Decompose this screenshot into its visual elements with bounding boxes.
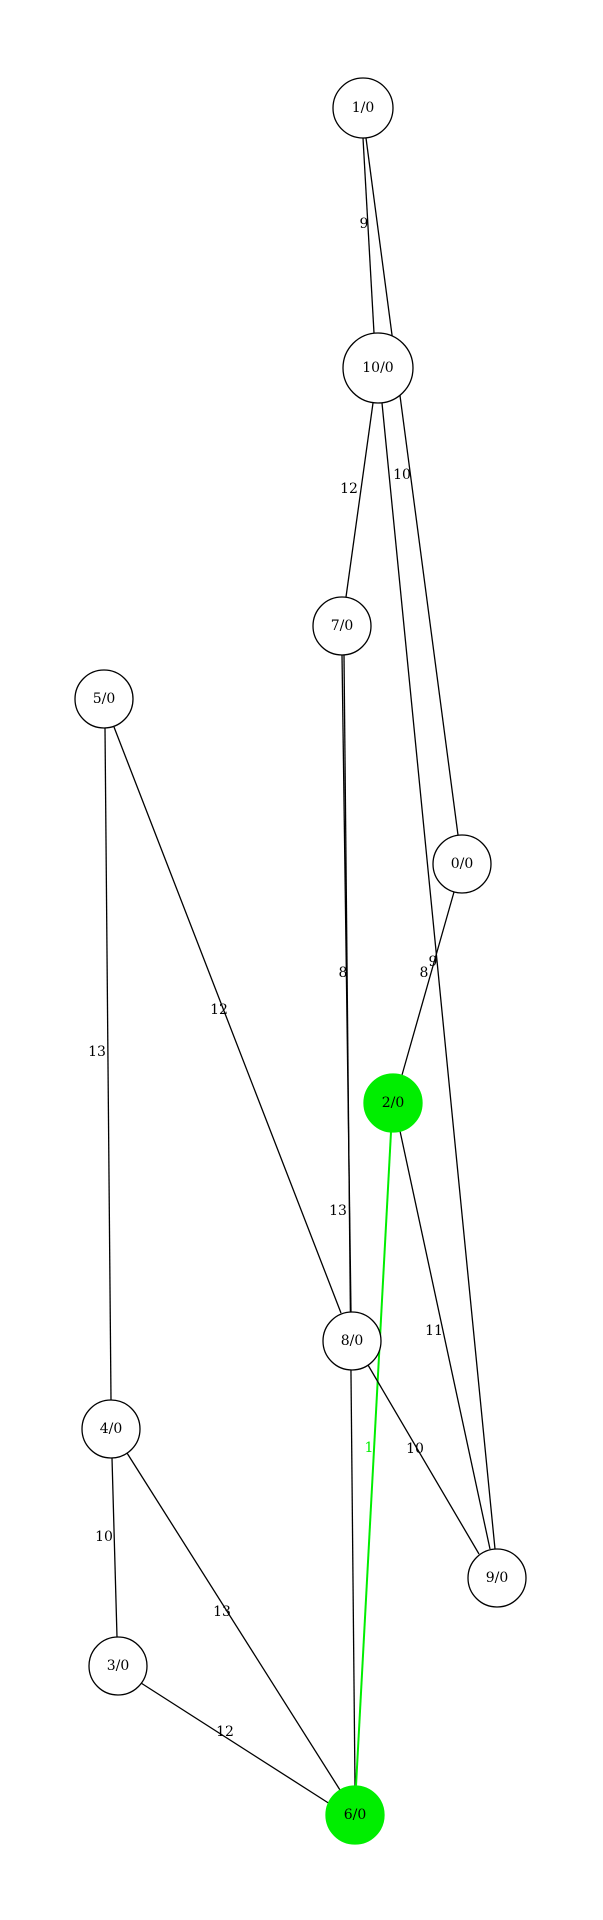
edge-0-2: [401, 891, 455, 1076]
node-circle-3: [88, 1636, 148, 1696]
node-9: 9/0: [467, 1548, 527, 1608]
node-label-7: 7/0: [331, 618, 354, 634]
node-label-8: 8/0: [341, 1333, 364, 1349]
node-circle-5: [74, 669, 134, 729]
node-label-6: 6/0: [344, 1807, 367, 1823]
node-label-9: 9/0: [486, 1570, 509, 1586]
node-4: 4/0: [81, 1399, 141, 1459]
edge-label-1-10: 9: [360, 216, 369, 232]
node-circle-9: [467, 1548, 527, 1608]
node-circle-4: [81, 1399, 141, 1459]
node-circle-7: [312, 596, 372, 656]
node-label-4: 4/0: [100, 1421, 123, 1437]
edge-label-4-6: 13: [213, 1604, 231, 1620]
edge-label-8-9: 10: [406, 1441, 424, 1457]
node-7: 7/0: [312, 596, 372, 656]
node-10: 10/0: [342, 332, 414, 404]
node-circle-6: [325, 1785, 385, 1845]
nodes-layer: 1/0 10/0 7/0 5/0 0/0 2/0 8/0 4/0 9/0 3/0 6/0: [74, 77, 527, 1845]
edge-4-3: [111, 1457, 118, 1638]
node-1: 1/0: [332, 77, 394, 139]
node-label-2: 2/0: [382, 1095, 405, 1111]
node-label-3: 3/0: [107, 1658, 130, 1674]
edge-3-6: [140, 1682, 331, 1805]
edge-8-9: [367, 1364, 480, 1555]
node-label-1: 1/0: [352, 100, 375, 116]
edge-5-8: [113, 726, 342, 1314]
edge-1-10: [362, 137, 375, 334]
edge-10-7: [345, 402, 374, 598]
node-label-5: 5/0: [93, 691, 116, 707]
node-circle-1: [332, 77, 394, 139]
edge-label-2-9: 11: [425, 1323, 443, 1339]
node-circle-0: [432, 834, 492, 894]
edge-label-5-8: 12: [210, 1002, 228, 1018]
edge-10-9: [381, 402, 496, 1550]
edge-label-5-4: 13: [88, 1044, 106, 1060]
node-5: 5/0: [74, 669, 134, 729]
edge-2-6: [355, 1131, 392, 1787]
edge-label-4-3: 10: [95, 1529, 113, 1545]
node-6: 6/0: [325, 1785, 385, 1845]
edge-1-0: [365, 137, 459, 836]
edge-label-2-6: 1: [365, 1440, 374, 1456]
edges-layer: [104, 137, 496, 1805]
edge-label-10-7: 12: [340, 481, 358, 497]
node-label-10: 10/0: [362, 360, 393, 376]
edge-7-6: [343, 654, 356, 1787]
node-0: 0/0: [432, 834, 492, 894]
edge-5-4: [104, 727, 112, 1401]
edge-2-9: [399, 1130, 491, 1550]
node-label-0: 0/0: [451, 856, 474, 872]
edge-4-6: [126, 1452, 341, 1791]
node-circle-10: [342, 332, 414, 404]
edge-label-7-8: 8: [339, 965, 348, 981]
node-3: 3/0: [88, 1636, 148, 1696]
edge-label-1-0: 10: [393, 467, 411, 483]
edge-label-3-6: 12: [216, 1724, 234, 1740]
node-circle-2: [363, 1073, 423, 1133]
node-circle-8: [322, 1311, 382, 1371]
edge-label-7-6: 13: [329, 1203, 347, 1219]
edge-label-0-2: 8: [420, 965, 429, 981]
edge-label-10-9: 9: [429, 954, 438, 970]
node-8: 8/0: [322, 1311, 382, 1371]
node-2: 2/0: [363, 1073, 423, 1133]
